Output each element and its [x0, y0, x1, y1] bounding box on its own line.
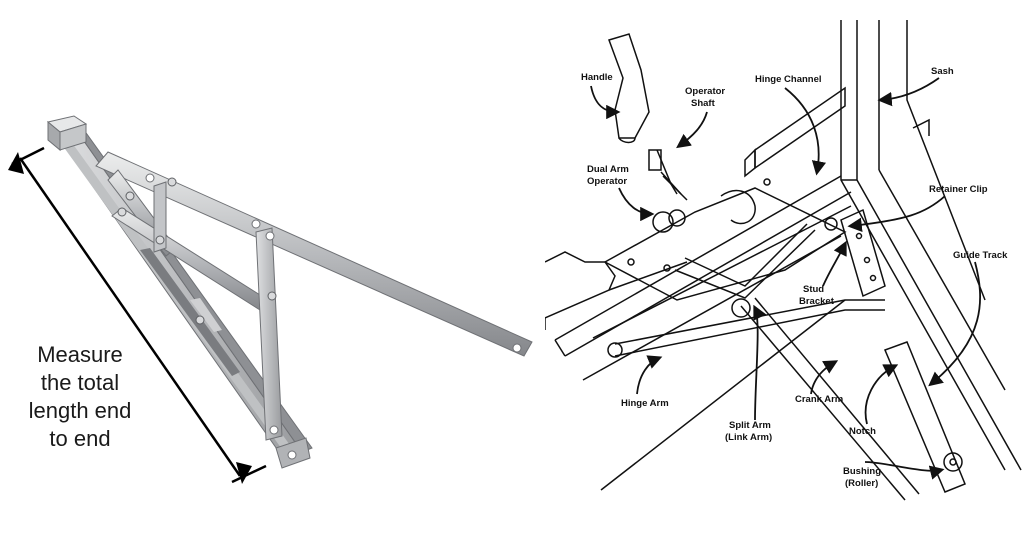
frame-base	[545, 235, 846, 491]
label-stud-bracket-1: Stud	[803, 284, 824, 295]
label-dual-arm-operator-2: Operator	[587, 176, 627, 187]
label-split-arm-2: (Link Arm)	[725, 432, 772, 443]
measure-text-line-3: length end	[29, 398, 132, 423]
stud-bracket	[824, 208, 886, 298]
label-dual-arm-operator-1: Dual Arm	[587, 164, 629, 175]
friction-hinge-illustration: Measure the total length end to end	[8, 115, 533, 484]
label-bushing-2: (Roller)	[845, 478, 878, 489]
handle	[608, 33, 650, 144]
measure-instruction: Measure the total length end to end	[29, 342, 132, 451]
end-block	[46, 115, 88, 152]
casement-operator-diagram: Handle Operator Shaft Hinge Channel Sash…	[545, 20, 1022, 501]
measure-text-line-4: to end	[49, 426, 110, 451]
sash-frame	[840, 20, 1022, 471]
split-arm	[674, 223, 816, 299]
operator-shaft	[648, 149, 688, 201]
measure-text-line-2: the total	[41, 370, 119, 395]
retainer-clip	[912, 118, 930, 136]
label-notch: Notch	[849, 426, 876, 437]
long-sash-arm	[95, 151, 533, 357]
measure-text-line-1: Measure	[37, 342, 123, 367]
measure-arrow	[8, 146, 267, 484]
label-crank-arm: Crank Arm	[795, 394, 843, 405]
label-operator-shaft-2: Shaft	[691, 98, 716, 109]
label-hinge-arm: Hinge Arm	[621, 398, 669, 409]
leader-arrows	[590, 77, 982, 480]
hinge-arm	[607, 299, 885, 358]
label-hinge-channel: Hinge Channel	[755, 74, 822, 85]
hinge-channel	[554, 86, 852, 357]
rivets	[117, 177, 277, 325]
operator-diagram-panel: Handle Operator Shaft Hinge Channel Sash…	[545, 0, 1024, 555]
label-split-arm-1: Split Arm	[729, 420, 771, 431]
label-stud-bracket-2: Bracket	[799, 296, 835, 307]
label-operator-shaft-1: Operator	[685, 86, 725, 97]
label-bushing-1: Bushing	[843, 466, 881, 477]
bottom-end-cap	[275, 437, 311, 469]
crank-arm	[731, 297, 920, 501]
guide-track	[884, 341, 966, 493]
support-arm	[255, 227, 283, 441]
hinge-photo-panel: Measure the total length end to end	[8, 115, 533, 484]
label-sash: Sash	[931, 66, 954, 77]
label-guide-track: Guide Track	[953, 250, 1008, 261]
label-retainer-clip: Retainer Clip	[929, 184, 988, 195]
short-arm	[107, 169, 269, 311]
label-handle: Handle	[581, 72, 613, 83]
dual-arm-operator	[603, 178, 847, 301]
